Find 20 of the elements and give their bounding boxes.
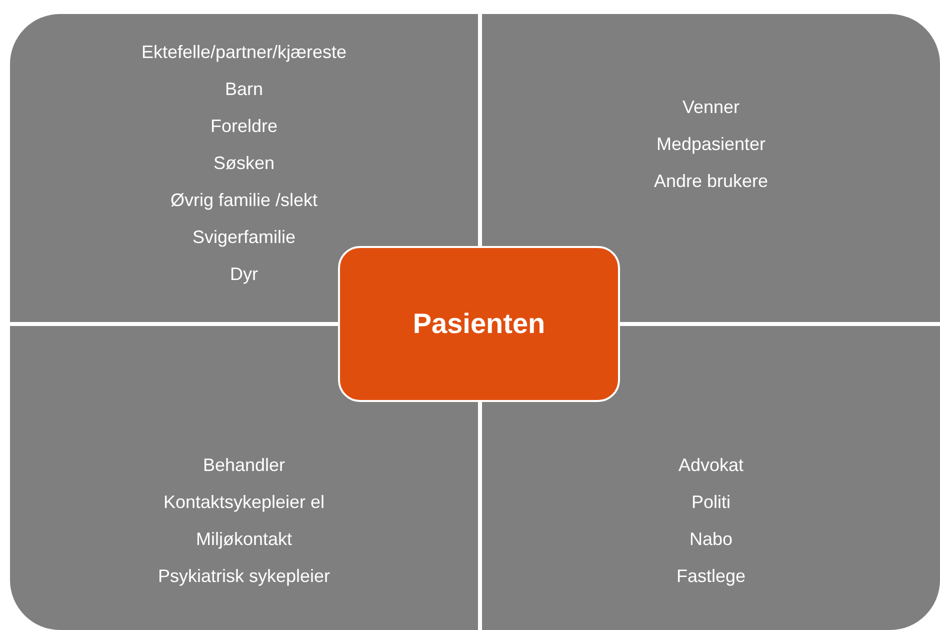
list-item: Politi [691, 491, 730, 514]
list-item: Nabo [689, 528, 733, 551]
list-item: Dyr [230, 263, 258, 286]
list-item: Svigerfamilie [192, 226, 296, 249]
list-item: Andre brukere [654, 170, 768, 193]
list-item: Øvrig familie /slekt [170, 189, 318, 212]
list-item: Kontaktsykepleier el [163, 491, 325, 514]
list-item: Miljøkontakt [196, 528, 292, 551]
list-item: Psykiatrisk sykepleier [158, 565, 330, 588]
list-item: Foreldre [210, 115, 278, 138]
list-item: Søsken [213, 152, 275, 175]
list-item: Medpasienter [656, 133, 766, 156]
center-label: Pasienten [412, 308, 546, 340]
list-item: Venner [682, 96, 740, 119]
list-item: Ektefelle/partner/kjæreste [141, 41, 347, 64]
list-item: Barn [224, 78, 264, 101]
list-item: Behandler [202, 454, 286, 477]
list-item: Advokat [678, 454, 744, 477]
list-item: Fastlege [676, 565, 746, 588]
central-box [338, 246, 620, 402]
